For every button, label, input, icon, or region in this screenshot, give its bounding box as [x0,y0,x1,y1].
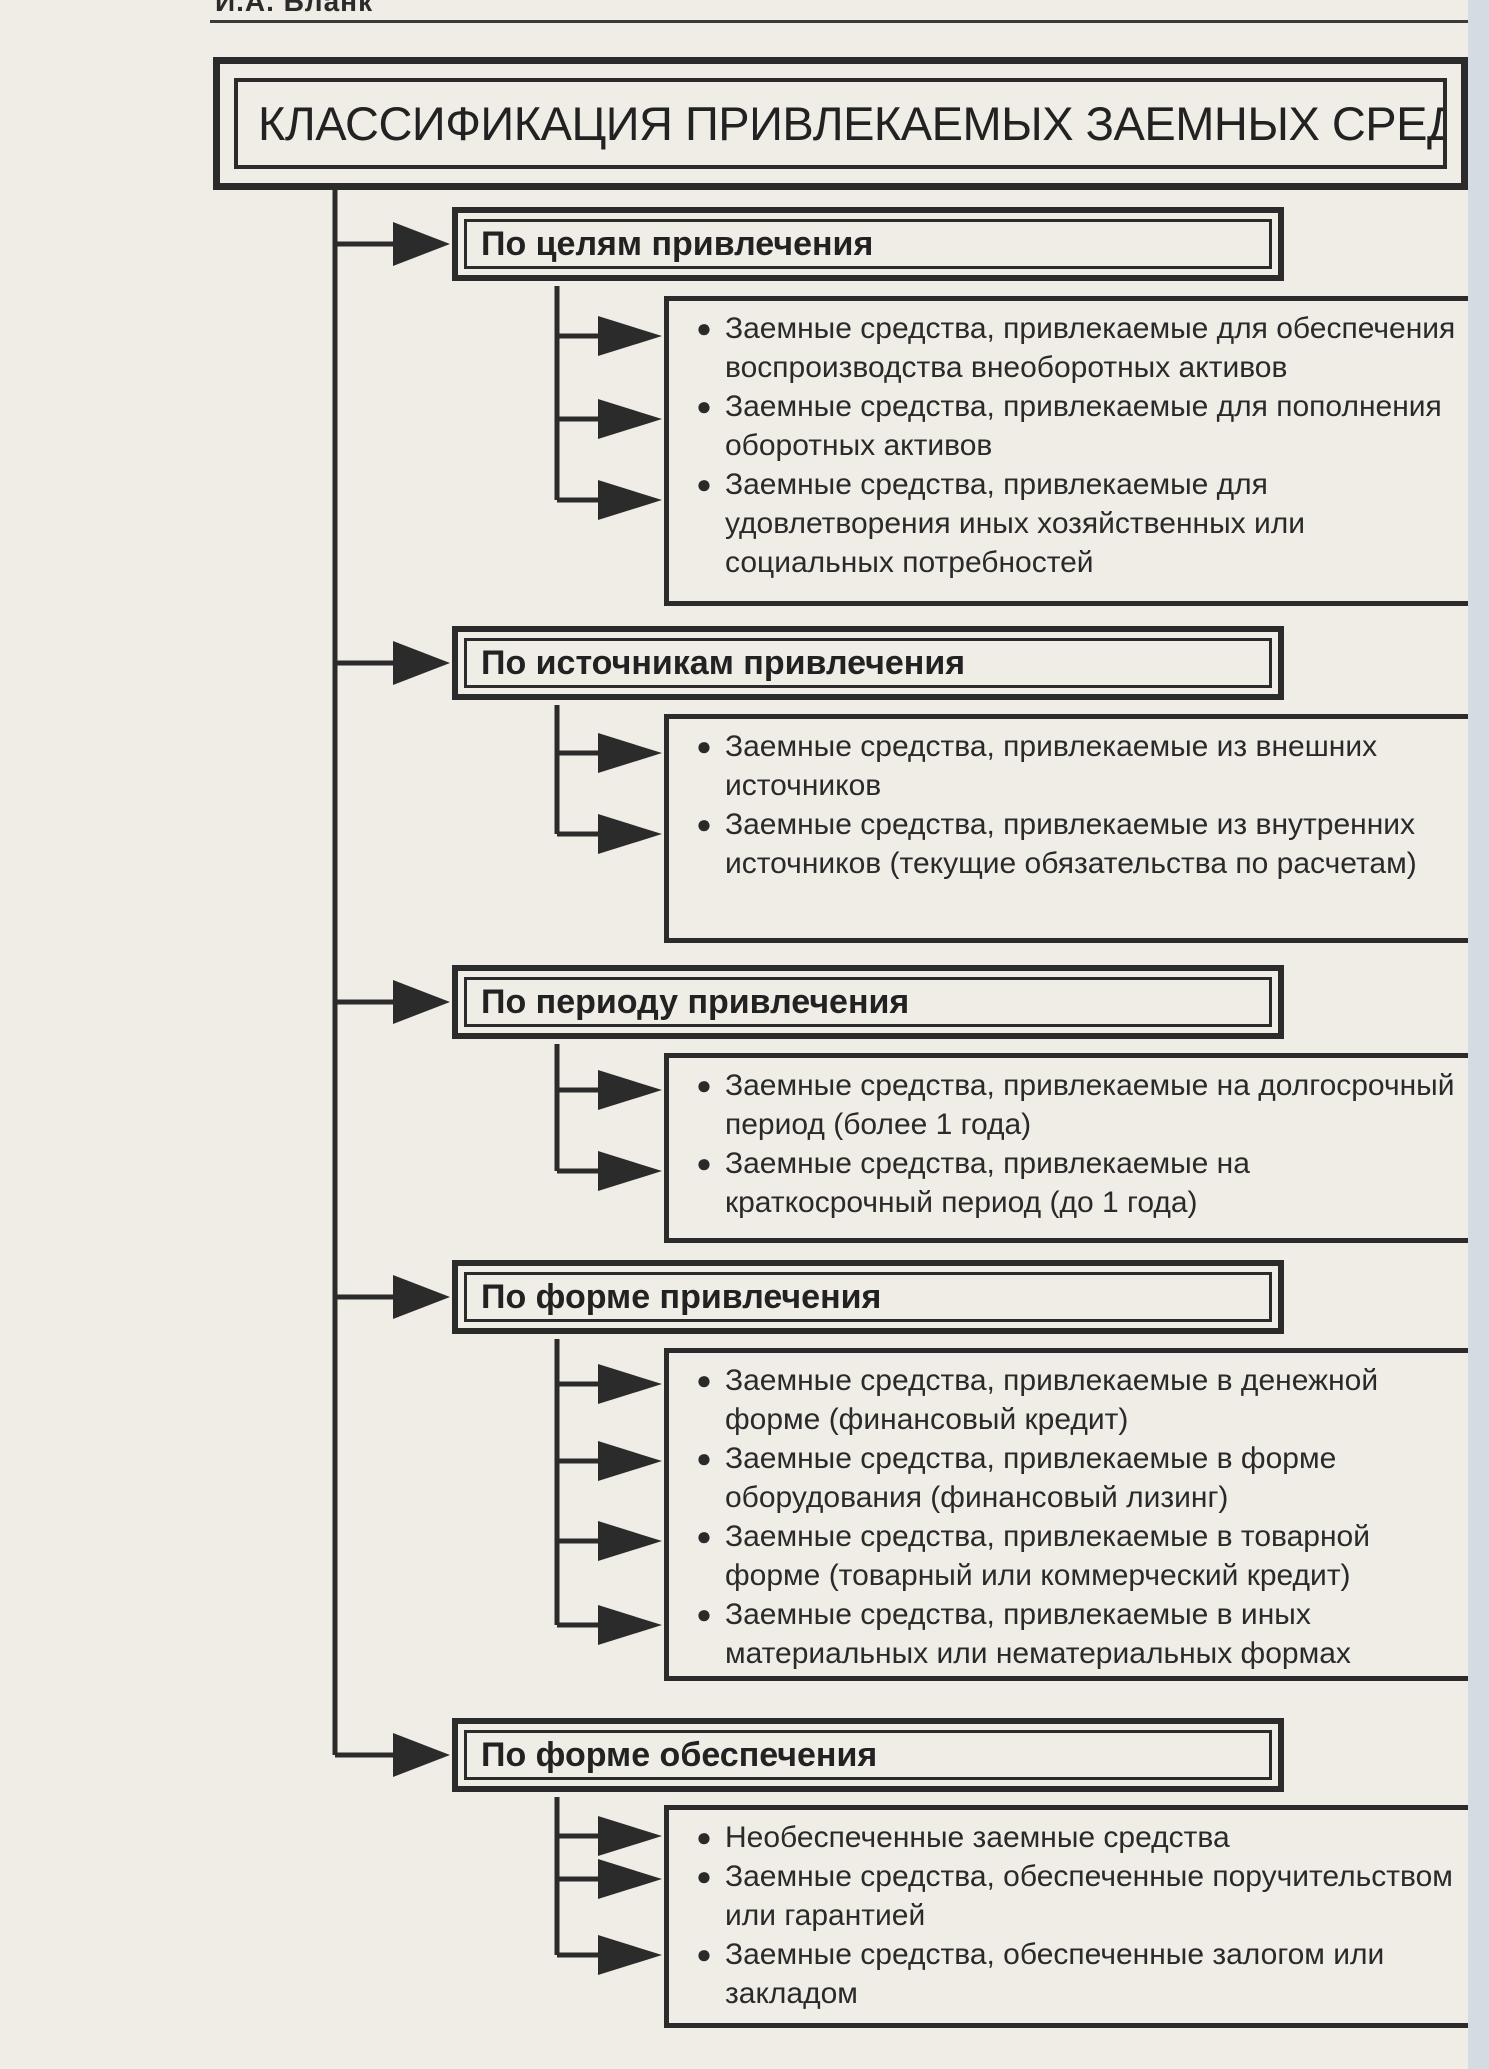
arrow-head-icon [598,1816,662,1856]
arrow-head-icon [393,1733,450,1777]
list-item: ●Заемные средства, привлекаемые на долго… [683,1066,1468,1144]
bullet-icon: ● [696,1599,712,1629]
arrow-head-icon [598,480,662,520]
items-box-goals: ●Заемные средства, привлекаемые для обес… [664,296,1468,606]
category-label: По источникам привлечения [464,638,1272,688]
arrow-head-icon [598,1521,662,1561]
category-box-security: По форме обеспечения [452,1718,1284,1792]
arrow-head-icon [598,733,662,773]
category-label: По форме привлечения [464,1272,1272,1322]
bullet-icon: ● [696,1365,712,1395]
bullet-icon: ● [696,1822,712,1852]
arrow-head-icon [598,1441,662,1481]
bullet-icon: ● [696,1861,712,1891]
arrow-head-icon [598,814,662,854]
items-box-sources: ●Заемные средства, привлекаемые из внешн… [664,714,1468,943]
list-item: ●Заемные средства, обеспеченные залогом … [683,1935,1468,2013]
diagram-title-box: КЛАССИФИКАЦИЯ ПРИВЛЕКАЕМЫХ ЗАЕМНЫХ СРЕДС… [213,57,1468,190]
list-item: ●Заемные средства, привлекаемые в денежн… [683,1361,1468,1439]
category-label: По периоду привлечения [464,977,1272,1027]
arrow-head-icon [393,222,450,266]
category-label: По форме обеспечения [464,1730,1272,1780]
arrow-head-icon [598,1935,662,1975]
arrow-head-icon [598,1364,662,1404]
items-box-security: ●Необеспеченные заемные средства ●Заемны… [664,1805,1468,2028]
bullet-icon: ● [696,1939,712,1969]
items-box-period: ●Заемные средства, привлекаемые на долго… [664,1053,1468,1243]
list-item: ●Заемные средства, привлекаемые в форме … [683,1439,1468,1517]
category-box-goals: По целям привлечения [452,207,1284,281]
arrow-head-icon [598,399,662,439]
arrow-head-icon [598,316,662,356]
list-item: ●Заемные средства, привлекаемые в иных м… [683,1595,1468,1673]
bullet-icon: ● [696,313,712,343]
page-edge [1468,0,1489,2069]
bullet-icon: ● [696,1148,712,1178]
list-item: ●Заемные средства, привлекаемые для обес… [683,309,1468,387]
list-item: ●Необеспеченные заемные средства [683,1818,1468,1857]
diagram-title: КЛАССИФИКАЦИЯ ПРИВЛЕКАЕМЫХ ЗАЕМНЫХ СРЕДС… [234,78,1447,169]
list-item: ●Заемные средства, привлекаемые на кратк… [683,1144,1468,1222]
arrow-head-icon [598,1605,662,1645]
bullet-icon: ● [696,1070,712,1100]
list-item: ●Заемные средства, привлекаемые в товарн… [683,1517,1468,1595]
arrow-head-icon [393,1275,450,1319]
bullet-icon: ● [696,1521,712,1551]
arrow-head-icon [393,641,450,685]
bullet-icon: ● [696,391,712,421]
category-box-period: По периоду привлечения [452,965,1284,1039]
category-box-sources: По источникам привлечения [452,626,1284,700]
running-head: И.А. Бланк [215,0,374,17]
header-rule [210,20,1468,23]
items-box-form: ●Заемные средства, привлекаемые в денежн… [664,1348,1468,1681]
list-item: ●Заемные средства, привлекаемые из внешн… [683,727,1468,805]
arrow-head-icon [393,980,450,1024]
bullet-icon: ● [696,469,712,499]
bullet-icon: ● [696,731,712,761]
bullet-icon: ● [696,809,712,839]
category-box-form: По форме привлечения [452,1260,1284,1334]
list-item: ●Заемные средства, обеспеченные поручите… [683,1857,1468,1935]
category-label: По целям привлечения [464,219,1272,269]
arrow-head-icon [598,1070,662,1110]
arrow-head-icon [598,1859,662,1899]
list-item: ●Заемные средства, привлекаемые для удов… [683,465,1468,582]
arrow-head-icon [598,1151,662,1191]
list-item: ●Заемные средства, привлекаемые из внутр… [683,805,1468,883]
list-item: ●Заемные средства, привлекаемые для попо… [683,387,1468,465]
bullet-icon: ● [696,1443,712,1473]
